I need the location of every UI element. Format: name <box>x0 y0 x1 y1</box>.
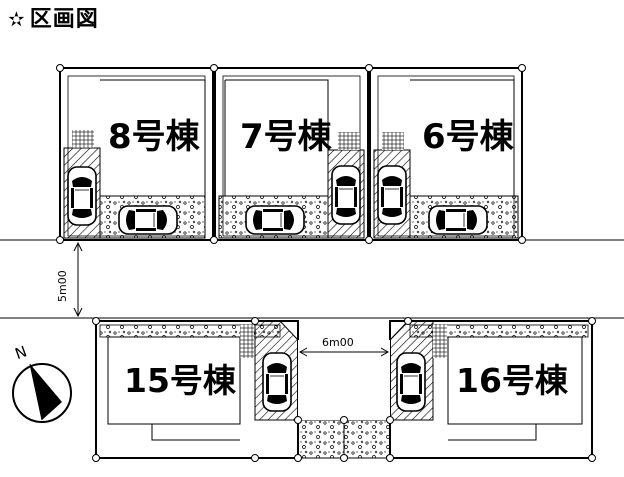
lot-16: 16号棟 <box>389 320 593 459</box>
lot-15-label: 15号棟 <box>124 361 237 400</box>
lot-16-label: 16号棟 <box>456 361 569 400</box>
lot-7-label: 7号棟 <box>240 117 333 157</box>
lot-8-label: 8号棟 <box>108 117 201 157</box>
road-width-label: 5m00 <box>56 270 69 302</box>
lot-6-label: 6号棟 <box>422 117 515 157</box>
lot-6: 6号棟 <box>369 67 523 241</box>
compass-icon: N <box>12 342 72 423</box>
page-title-text: 区画図 <box>29 7 99 32</box>
passage-width-label: 6m00 <box>322 336 354 349</box>
lot-15: 15号棟 <box>95 320 299 459</box>
lot-8: 8号棟 <box>59 67 214 241</box>
page-title: ✫区画図 <box>8 4 99 35</box>
compass-north-label: N <box>13 342 30 363</box>
star-icon: ✫ <box>8 7 26 31</box>
lot-7: 7号棟 <box>214 67 369 241</box>
